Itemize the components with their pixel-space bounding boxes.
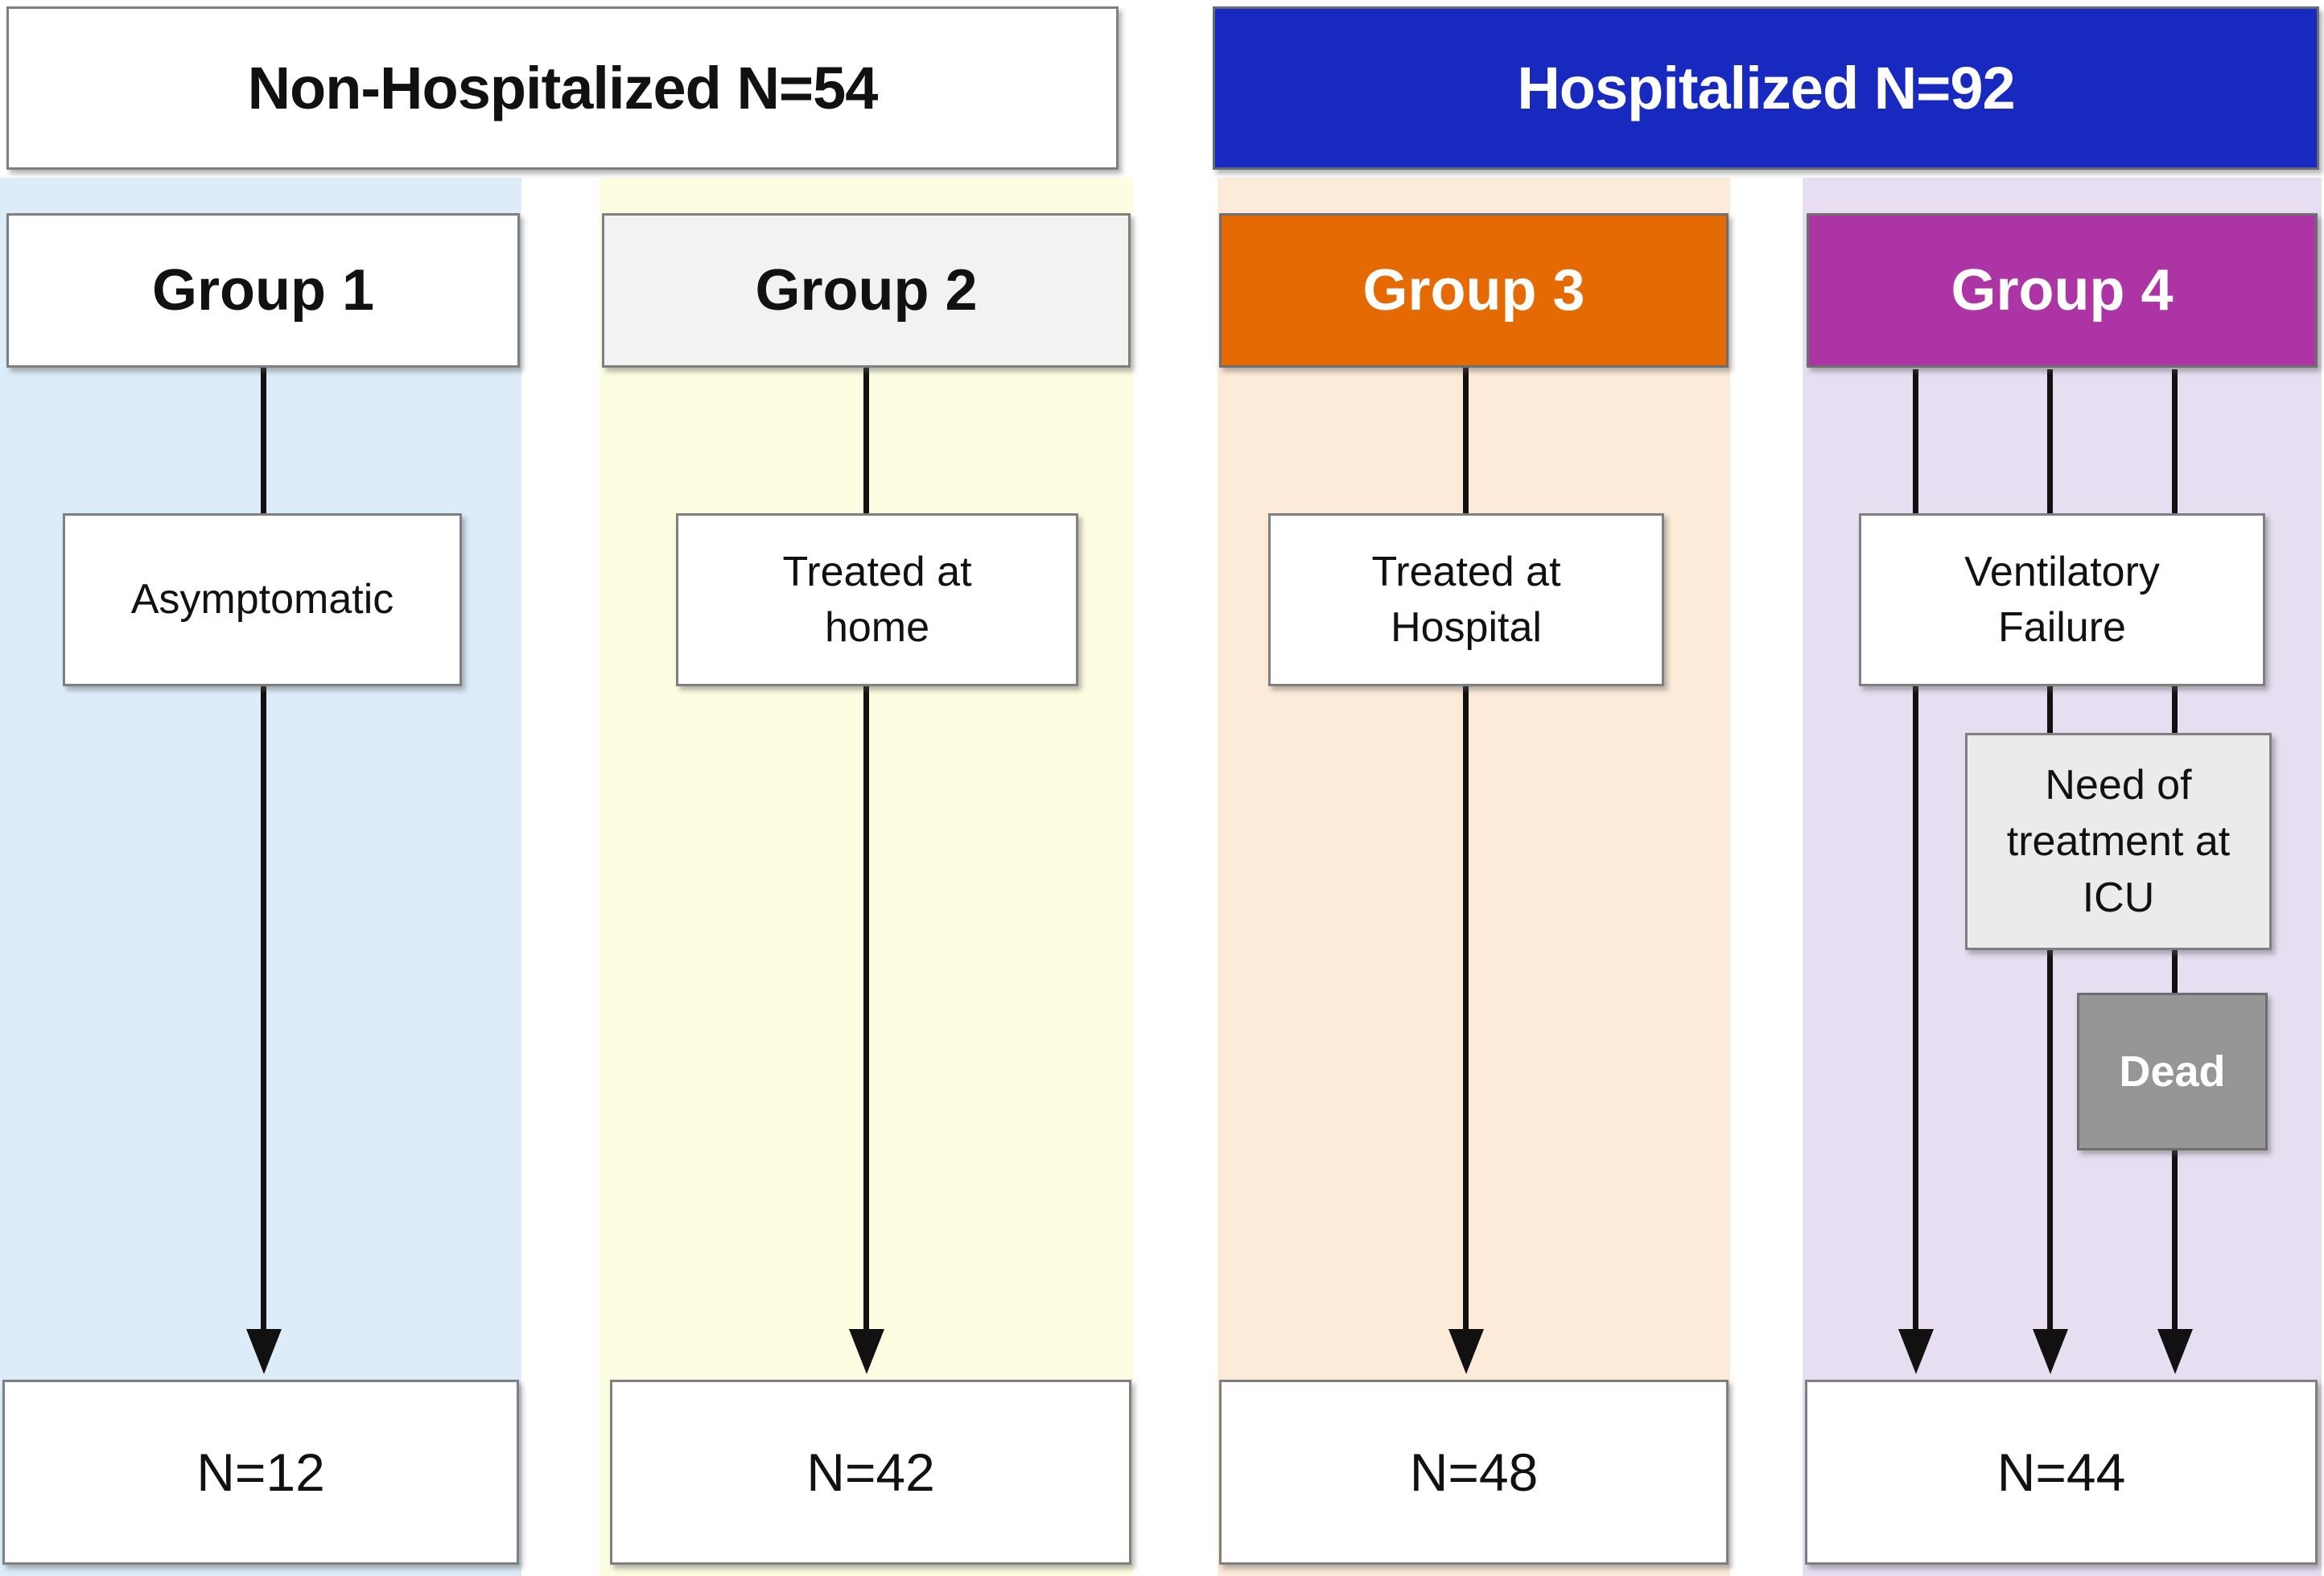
group3-arrow-icon <box>1448 1329 1484 1374</box>
group2-pathway-box: Treated at home <box>676 513 1078 686</box>
group3-outcome-label: N=48 <box>1409 1442 1539 1502</box>
group2-outcome-box: N=42 <box>610 1380 1131 1565</box>
group3-pathway-label: Treated at Hospital <box>1371 548 1561 651</box>
hospitalized-header-label: Hospitalized N=92 <box>1517 55 2015 121</box>
group1-pathway-box: Asymptomatic <box>63 513 462 686</box>
group3-header-label: Group 3 <box>1362 258 1585 323</box>
group4-outcome-label: N=44 <box>1996 1442 2126 1502</box>
group2-pathway-label: Treated at home <box>782 548 972 651</box>
group1-outcome-label: N=12 <box>196 1442 325 1502</box>
group2-header: Group 2 <box>602 213 1131 368</box>
group4-flow-line-1 <box>1913 369 1918 1331</box>
group2-flow-line <box>863 366 869 1331</box>
group4-pathway-label: Ventilatory Failure <box>1964 548 2160 651</box>
group4-arrow-icon-3 <box>2157 1329 2193 1374</box>
group1-arrow-icon <box>246 1329 282 1374</box>
group1-header: Group 1 <box>6 213 520 368</box>
group4-header-label: Group 4 <box>1951 258 2174 323</box>
group1-pathway-label: Asymptomatic <box>130 576 394 623</box>
group4-pathway-box: Ventilatory Failure <box>1859 513 2265 686</box>
group2-outcome-label: N=42 <box>806 1442 935 1502</box>
group4-header: Group 4 <box>1807 213 2318 368</box>
hospitalized-header: Hospitalized N=92 <box>1213 6 2319 170</box>
group2-arrow-icon <box>849 1329 884 1374</box>
non-hospitalized-header-label: Non-Hospitalized N=54 <box>247 55 879 121</box>
group3-pathway-box: Treated at Hospital <box>1268 513 1664 686</box>
group4-icu-box: Need of treatment at ICU <box>1965 733 2272 950</box>
group1-flow-line <box>261 366 266 1331</box>
group4-arrow-icon-1 <box>1898 1329 1934 1374</box>
group2-header-label: Group 2 <box>755 258 978 323</box>
group3-flow-line <box>1463 366 1469 1331</box>
non-hospitalized-header: Non-Hospitalized N=54 <box>6 6 1119 170</box>
group1-outcome-box: N=12 <box>2 1380 519 1565</box>
group3-header: Group 3 <box>1219 213 1729 368</box>
group4-dead-label: Dead <box>2119 1047 2226 1096</box>
group4-arrow-icon-2 <box>2033 1329 2068 1374</box>
group3-outcome-box: N=48 <box>1219 1380 1729 1565</box>
group1-header-label: Group 1 <box>151 258 374 323</box>
group4-icu-label: Need of treatment at ICU <box>2006 761 2231 922</box>
group4-dead-box: Dead <box>2077 993 2268 1150</box>
group4-outcome-box: N=44 <box>1805 1380 2318 1565</box>
